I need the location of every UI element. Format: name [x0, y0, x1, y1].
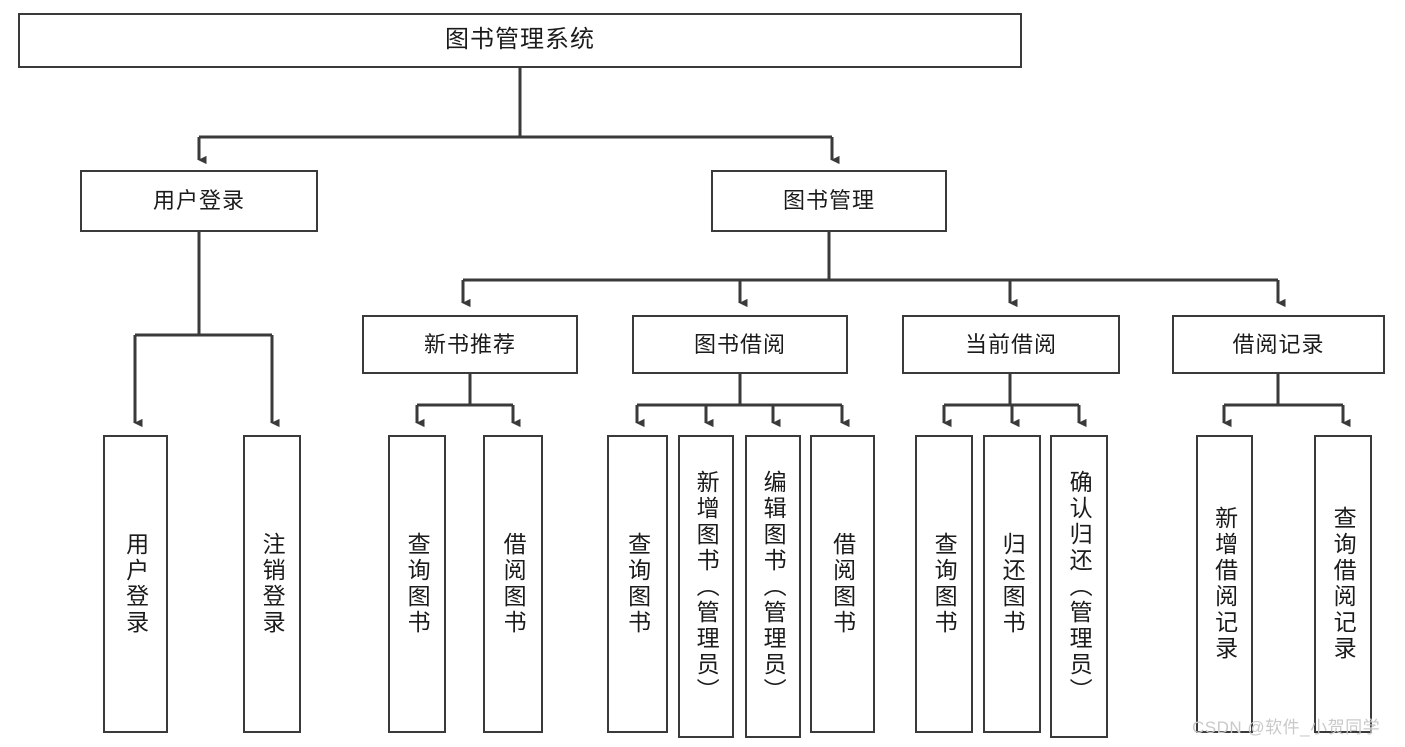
node-label: 借阅图书 [829, 532, 856, 636]
node-borrowing-records[interactable]: 借阅记录 [1172, 315, 1385, 374]
node-label: 当前借阅 [964, 331, 1057, 357]
node-label: 编辑图书（管理员） [760, 469, 787, 704]
node-label: 新增借阅记录 [1211, 506, 1238, 662]
node-label: 用户登录 [152, 188, 245, 214]
leaf-return-books[interactable]: 归还图书 [983, 435, 1041, 733]
leaf-query-books-borrowing[interactable]: 查询图书 [607, 435, 668, 733]
leaf-user-login[interactable]: 用户登录 [103, 435, 168, 733]
node-label: 借阅图书 [500, 532, 527, 636]
leaf-query-books-current[interactable]: 查询图书 [915, 435, 973, 733]
node-label: 查询借阅记录 [1330, 506, 1357, 662]
leaf-borrow-books-borrowing[interactable]: 借阅图书 [810, 435, 875, 733]
leaf-borrow-books-recommendation[interactable]: 借阅图书 [483, 435, 543, 733]
node-new-book-recommendation[interactable]: 新书推荐 [362, 315, 578, 374]
leaf-edit-book-admin[interactable]: 编辑图书（管理员） [745, 435, 801, 738]
node-current-borrowing[interactable]: 当前借阅 [902, 315, 1120, 374]
node-label: 新书推荐 [423, 331, 516, 357]
node-book-borrowing[interactable]: 图书借阅 [632, 315, 848, 374]
node-label: 查询图书 [931, 532, 958, 636]
node-label: 图书管理系统 [445, 26, 595, 54]
node-label: 用户登录 [122, 532, 149, 636]
node-root-system[interactable]: 图书管理系统 [18, 13, 1022, 68]
node-label: 确认归还（管理员） [1066, 469, 1093, 704]
leaf-query-borrow-record[interactable]: 查询借阅记录 [1314, 435, 1372, 733]
node-label: 归还图书 [999, 532, 1026, 636]
csdn-watermark: CSDN @软件_小贺同学 [1192, 718, 1381, 737]
leaf-add-book-admin[interactable]: 新增图书（管理员） [678, 435, 734, 738]
node-label: 借阅记录 [1232, 331, 1325, 357]
node-user-login[interactable]: 用户登录 [80, 170, 318, 232]
node-book-management[interactable]: 图书管理 [711, 170, 947, 232]
node-label: 查询图书 [624, 532, 651, 636]
leaf-logout[interactable]: 注销登录 [243, 435, 301, 733]
node-label: 查询图书 [404, 532, 431, 636]
leaf-confirm-return-admin[interactable]: 确认归还（管理员） [1050, 435, 1108, 738]
node-label: 新增图书（管理员） [693, 469, 720, 704]
node-label: 图书借阅 [693, 331, 786, 357]
leaf-add-borrow-record[interactable]: 新增借阅记录 [1196, 435, 1253, 733]
node-label: 图书管理 [782, 188, 875, 214]
leaf-query-books-recommendation[interactable]: 查询图书 [388, 435, 446, 733]
node-label: 注销登录 [259, 532, 286, 636]
